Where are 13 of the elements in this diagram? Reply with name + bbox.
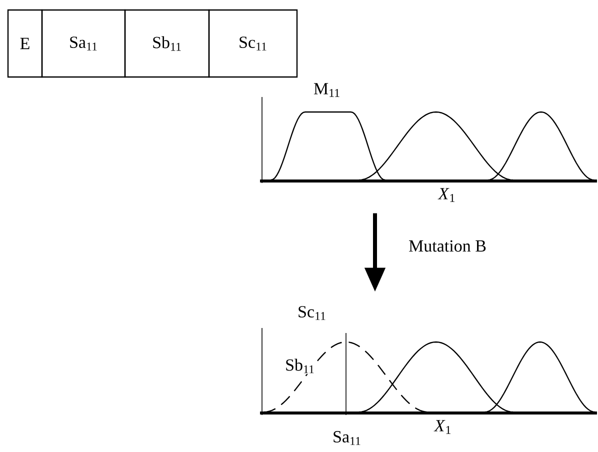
- edge-label: Mutation B: [409, 240, 486, 252]
- gene-cell: Sb$_{11}$: [124, 9, 210, 78]
- gene-cell: E: [7, 9, 43, 78]
- gene-cell: Sa$_{11}$: [41, 9, 126, 78]
- axis-label: Sc$_{11}$: [296, 305, 328, 321]
- axis-label: Sa$_{11}$: [332, 430, 362, 446]
- membership-chart-drawing: [260, 96, 597, 184]
- axis-label: Sb$_{11}$: [284, 358, 316, 374]
- axis-label: X$_{1}$: [433, 419, 453, 435]
- axis-label: M$_{11}$: [312, 82, 342, 98]
- gene-cell: Sc$_{11}$: [208, 9, 298, 78]
- membership-chart-drawing: [260, 328, 597, 416]
- axis-label: X$_{1}$: [437, 187, 457, 203]
